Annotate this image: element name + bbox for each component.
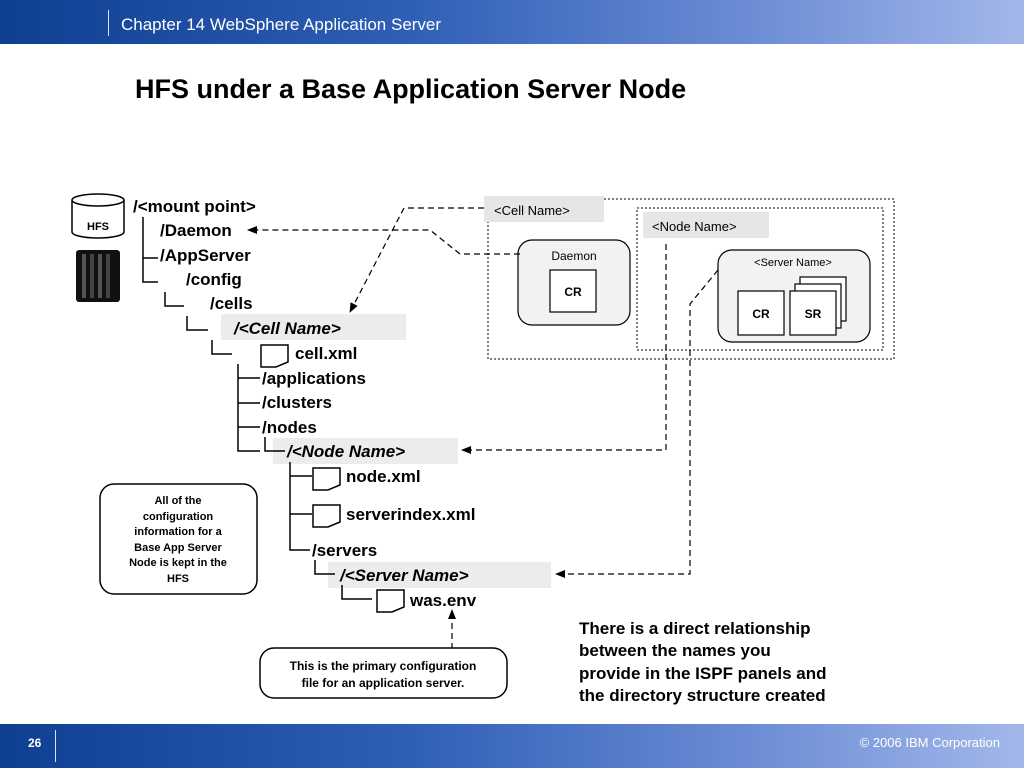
header-bar: Chapter 14 WebSphere Application Server — [0, 0, 1024, 44]
server-sr-label: SR — [805, 307, 822, 321]
hfs-note-callout — [99, 483, 258, 595]
hfs-note-line: configuration — [143, 511, 214, 523]
hfs-cylinder-icon: HFS — [71, 193, 125, 239]
tree-appserver: /AppServer — [160, 246, 251, 265]
tree-was-env: was.env — [409, 591, 477, 610]
tree-server-name: /<Server Name> — [339, 566, 469, 585]
tree-node-name: /<Node Name> — [286, 442, 405, 461]
relationship-line: the directory structure created — [579, 686, 826, 705]
relationship-line: provide in the ISPF panels and — [579, 664, 827, 683]
tree-config: /config — [186, 270, 242, 289]
hfs-note-line: All of the — [154, 495, 201, 507]
node-name-highlight — [273, 438, 458, 464]
tree-applications: /applications — [262, 369, 366, 388]
hfs-note-line: HFS — [167, 573, 189, 585]
hfs-diagram: HFS /<mount point> /Daemon /Ap — [71, 193, 895, 705]
node-xml-file-icon — [312, 467, 341, 491]
primary-note-line: This is the primary configuration — [290, 659, 477, 673]
tree-cell-xml: cell.xml — [295, 344, 357, 363]
header-divider — [108, 10, 109, 36]
server-name-highlight — [328, 562, 551, 588]
cell-xml-file-icon — [260, 344, 289, 368]
footer-bar: 26 © 2006 IBM Corporation — [0, 724, 1024, 768]
cell-box-label: <Cell Name> — [494, 203, 570, 218]
node-box-label: <Node Name> — [652, 219, 737, 234]
primary-note-line: file for an application server. — [302, 676, 465, 690]
cell-box: <Cell Name> <Node Name> Daemon CR <Serve… — [484, 196, 895, 360]
server-cr-label: CR — [752, 307, 770, 321]
hfs-note-line: information for a — [134, 526, 222, 538]
server-tower-icon — [76, 250, 120, 302]
serverindex-xml-file-icon — [312, 504, 341, 528]
header-title: Chapter 14 WebSphere Application Server — [121, 15, 442, 34]
hfs-note-line: Base App Server — [134, 542, 222, 554]
tree-cells: /cells — [210, 294, 253, 313]
primary-note-callout — [259, 647, 508, 699]
page-number: 26 — [28, 736, 42, 750]
tree-connectors — [142, 217, 372, 600]
server-box-label: <Server Name> — [754, 257, 832, 269]
relationship-arrows — [247, 207, 719, 649]
hfs-note-line: Node is kept in the — [129, 557, 227, 569]
footer-divider — [55, 730, 56, 762]
tree-clusters: /clusters — [262, 393, 332, 412]
slide-title: HFS under a Base Application Server Node — [135, 74, 687, 104]
tree-cell-name: /<Cell Name> — [233, 319, 341, 338]
copyright: © 2006 IBM Corporation — [859, 735, 1000, 750]
daemon-cr-label: CR — [564, 285, 582, 299]
tree-nodes: /nodes — [262, 418, 317, 437]
tree-node-xml: node.xml — [346, 467, 421, 486]
hfs-icon-label: HFS — [87, 221, 109, 233]
tree-daemon: /Daemon — [160, 221, 232, 240]
was-env-file-icon — [376, 589, 405, 613]
daemon-box-label: Daemon — [551, 249, 596, 263]
tree-servers: /servers — [312, 541, 377, 560]
tree-mount-point: /<mount point> — [133, 197, 256, 216]
tree-serverindex-xml: serverindex.xml — [346, 505, 475, 524]
relationship-line: between the names you — [579, 641, 771, 660]
relationship-line: There is a direct relationship — [579, 619, 810, 638]
cell-name-highlight — [221, 314, 406, 340]
